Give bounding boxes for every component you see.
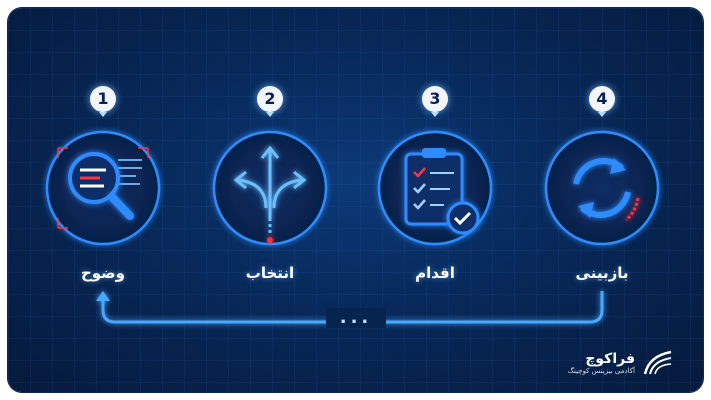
step-2-label: انتخاب bbox=[245, 264, 295, 282]
pointer-3 bbox=[431, 112, 439, 117]
step-2-number: 2 bbox=[257, 86, 283, 112]
pointer-2 bbox=[266, 112, 274, 117]
step-4-circle bbox=[544, 130, 660, 246]
brand-wing-icon bbox=[643, 350, 672, 375]
pointer-4 bbox=[598, 112, 606, 117]
process-diagram bbox=[45, 112, 660, 324]
step-1-label: وضوح bbox=[80, 264, 126, 282]
clipboard-checklist-icon bbox=[404, 148, 480, 235]
origin-dot bbox=[267, 237, 273, 243]
pointer-1 bbox=[99, 112, 107, 117]
step-4-label: بازبینی bbox=[575, 264, 629, 282]
brand-name: فراکوچ bbox=[585, 350, 635, 367]
refresh-cycle-icon bbox=[573, 158, 640, 222]
loop-dots: ... bbox=[326, 308, 386, 328]
brand-logo: فراکوچ آکادمی بیزینس کوچینگ bbox=[568, 350, 673, 376]
step-3-number: 3 bbox=[422, 86, 448, 112]
branching-arrows-icon bbox=[233, 145, 307, 236]
brand-subtitle: آکادمی بیزینس کوچینگ bbox=[567, 366, 635, 375]
step-1-number: 1 bbox=[90, 86, 116, 112]
step-3-label: اقدام bbox=[415, 264, 455, 282]
diagram-frame: 1 2 3 4 وضوح انتخاب اقدام بازبینی ... فر… bbox=[8, 8, 703, 392]
magnifier-icon bbox=[57, 147, 149, 229]
step-4-number: 4 bbox=[589, 86, 615, 112]
